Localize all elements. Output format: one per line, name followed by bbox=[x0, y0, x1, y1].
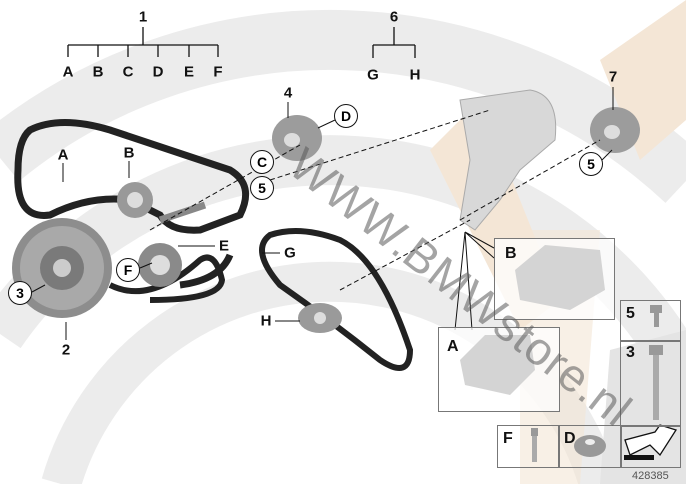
group-brackets bbox=[67, 27, 416, 58]
deflection-pulley-7 bbox=[590, 107, 640, 153]
group-item-a: A bbox=[62, 63, 74, 81]
callout-g: G bbox=[284, 244, 296, 262]
screw-5 bbox=[650, 305, 662, 327]
drive-belt-secondary bbox=[259, 228, 414, 371]
crankshaft-pulley bbox=[12, 218, 112, 318]
group-item-h: H bbox=[409, 66, 421, 84]
circled-callout-3: 3 bbox=[8, 281, 32, 305]
detail-box-b: B bbox=[494, 238, 615, 320]
assembly-axes bbox=[149, 109, 601, 291]
detail-label-3: 3 bbox=[626, 344, 635, 361]
detail-box-5: 5 bbox=[620, 300, 681, 342]
circled-callout-f: F bbox=[116, 258, 140, 282]
deflection-pulley-4 bbox=[272, 115, 322, 161]
group-item-g: G bbox=[367, 66, 379, 84]
callout-7: 7 bbox=[608, 68, 618, 86]
detail-box-a: A bbox=[438, 327, 560, 412]
bolt-3 bbox=[649, 345, 663, 420]
detail-box-f: F bbox=[497, 425, 560, 468]
idler-pulley bbox=[138, 243, 182, 287]
callout-4: 4 bbox=[283, 84, 293, 102]
circled-callout-d: D bbox=[334, 104, 358, 128]
detail-label-d: D bbox=[564, 430, 576, 447]
group-item-f: F bbox=[213, 63, 223, 81]
detail-label-5: 5 bbox=[626, 305, 635, 322]
reference-number: 428385 bbox=[632, 470, 669, 482]
screw-f bbox=[531, 428, 538, 462]
group-item-b: B bbox=[92, 63, 104, 81]
drive-belt-lower bbox=[108, 254, 226, 303]
callout-b: B bbox=[123, 144, 135, 162]
circled-callout-5: 5 bbox=[250, 176, 274, 200]
drive-belt-main bbox=[14, 119, 250, 289]
callout-e: E bbox=[218, 237, 230, 255]
detail-label-f: F bbox=[503, 430, 513, 447]
tensioner-secondary bbox=[298, 303, 342, 333]
callout-a: A bbox=[57, 146, 69, 164]
detail-label-b: B bbox=[505, 245, 517, 262]
detail-label-a: A bbox=[447, 338, 459, 355]
group-number-1: 1 bbox=[138, 8, 148, 26]
belt-tensioner bbox=[117, 182, 207, 224]
leader-lines bbox=[31, 87, 614, 340]
detail-box-arrow bbox=[620, 425, 681, 468]
group-number-6: 6 bbox=[389, 8, 399, 26]
detail-box-d: D bbox=[558, 425, 622, 468]
detail-box-3: 3 bbox=[620, 340, 681, 427]
callout-2: 2 bbox=[61, 341, 71, 359]
group-item-e: E bbox=[183, 63, 195, 81]
callout-h: H bbox=[260, 312, 272, 330]
group-item-d: D bbox=[152, 63, 164, 81]
tensioner-bracket bbox=[459, 89, 557, 231]
circled-callout-5-right: 5 bbox=[579, 152, 603, 176]
group-item-c: C bbox=[122, 63, 134, 81]
circled-callout-c: C bbox=[250, 150, 274, 174]
nut-d bbox=[574, 435, 606, 457]
arrow-symbol bbox=[624, 424, 678, 460]
